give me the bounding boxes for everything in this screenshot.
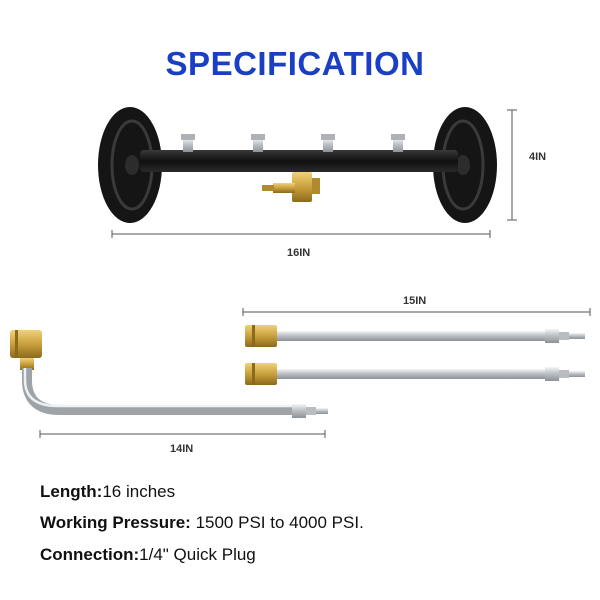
width-dimension-line	[111, 230, 491, 238]
page-title: SPECIFICATION	[165, 45, 425, 82]
height-dimension-line	[507, 109, 517, 221]
wand-bent-label: 14IN	[170, 443, 194, 455]
brass-inlet-fitting	[262, 172, 320, 202]
nozzle-2	[251, 134, 265, 152]
nozzle-1	[181, 134, 195, 152]
spec-connection-value: 1/4" Quick Plug	[139, 545, 256, 564]
spec-pressure: Working Pressure: 1500 PSI to 4000 PSI.	[40, 513, 364, 533]
right-wheel	[433, 107, 497, 223]
width-label: 16IN	[287, 247, 311, 259]
wand-bent-dimension-line	[39, 430, 326, 438]
spec-length-label: Length:	[40, 482, 103, 501]
nozzle-3	[321, 134, 335, 152]
nozzle-4	[391, 134, 405, 152]
spray-bar	[140, 150, 458, 172]
straight-wand-bottom	[245, 363, 585, 385]
spec-pressure-value: 1500 PSI to 4000 PSI.	[190, 513, 364, 532]
spec-pressure-label: Working Pressure:	[40, 513, 191, 532]
spec-connection-label: Connection:	[40, 545, 140, 564]
spec-length-value: 16 inches	[102, 482, 176, 501]
wand-long-dimension-line	[242, 308, 591, 316]
height-label: 4IN	[529, 151, 547, 163]
spec-connection: Connection:1/4" Quick Plug	[40, 545, 256, 565]
bent-wand	[10, 330, 328, 418]
undercarriage-cleaner-image	[98, 107, 497, 223]
spec-length: Length:16 inches	[40, 482, 175, 502]
wand-long-label: 15IN	[403, 295, 427, 307]
straight-wand-top	[245, 325, 585, 347]
